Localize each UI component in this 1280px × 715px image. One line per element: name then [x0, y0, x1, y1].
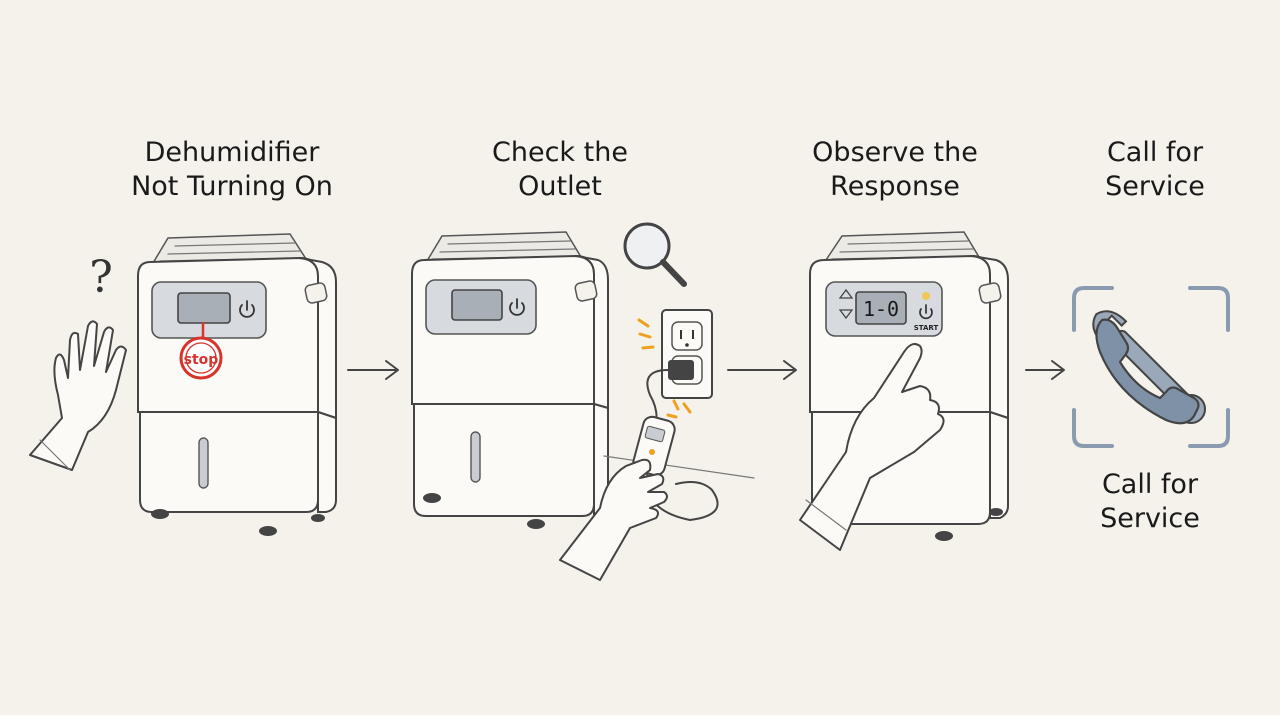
- hand-with-tester: [559, 415, 676, 581]
- pointing-hand: [799, 343, 945, 551]
- arrow-right-icon: [727, 360, 797, 380]
- stop-label: stop: [184, 352, 219, 368]
- service-caption: Call for Service: [1100, 469, 1200, 534]
- arrow-right-icon: [1025, 360, 1065, 380]
- step-2-title: Check the Outlet: [492, 137, 628, 202]
- magnifier-icon: [623, 222, 687, 287]
- arrow-right-icon: [347, 360, 399, 380]
- step-3-title: Observe the Response: [812, 137, 978, 202]
- power-icon: [509, 298, 525, 316]
- raised-hand-1: [29, 320, 127, 471]
- step-4-title: Call for Service: [1105, 137, 1205, 202]
- display-readout: 1-0: [863, 297, 899, 321]
- start-button-label: START: [914, 324, 939, 332]
- spark-marks: [637, 318, 692, 419]
- dehumidifier-1: [137, 233, 337, 536]
- wall-outlet: [661, 309, 713, 399]
- dehumidifier-2: [411, 231, 609, 529]
- phone-wrench-icon: [1072, 286, 1230, 448]
- step-1-title: Dehumidifier Not Turning On: [131, 137, 333, 202]
- stop-sign-icon: stop: [179, 322, 223, 380]
- question-mark-icon: ?: [89, 252, 113, 303]
- power-icon: [239, 300, 255, 318]
- power-icon: [919, 304, 933, 320]
